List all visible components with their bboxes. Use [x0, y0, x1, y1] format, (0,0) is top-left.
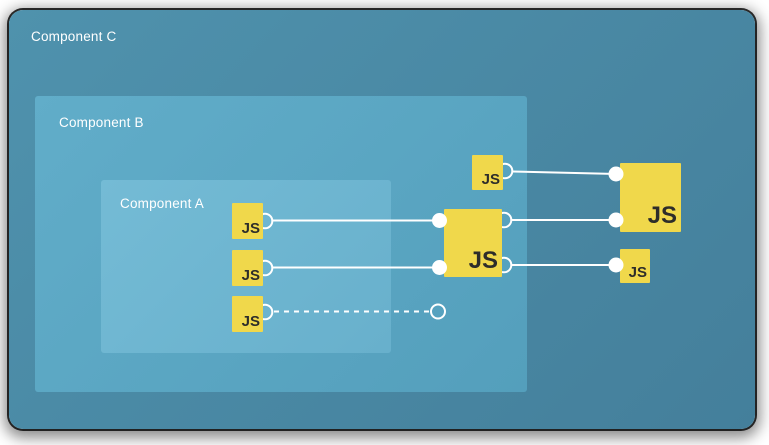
- js-node-a2: JS: [232, 250, 263, 286]
- component-a-label: Component A: [120, 196, 205, 211]
- js-node-b-mid: JS: [444, 209, 502, 277]
- js-node-c-large-label: JS: [647, 202, 677, 229]
- component-c-label: Component C: [31, 29, 117, 44]
- js-node-a1: JS: [232, 203, 263, 239]
- js-node-b-mid-label: JS: [468, 247, 498, 274]
- js-node-b-top: JS: [472, 155, 503, 190]
- js-node-c-large: JS: [620, 163, 681, 232]
- js-node-a3: JS: [232, 296, 263, 332]
- js-node-c-small-label: JS: [628, 264, 647, 281]
- js-node-a1-label: JS: [241, 220, 260, 237]
- js-node-a3-label: JS: [241, 313, 260, 330]
- component-b-label: Component B: [59, 115, 144, 130]
- js-node-c-small: JS: [620, 249, 650, 283]
- js-node-a2-label: JS: [241, 267, 260, 284]
- js-node-b-top-label: JS: [481, 171, 500, 188]
